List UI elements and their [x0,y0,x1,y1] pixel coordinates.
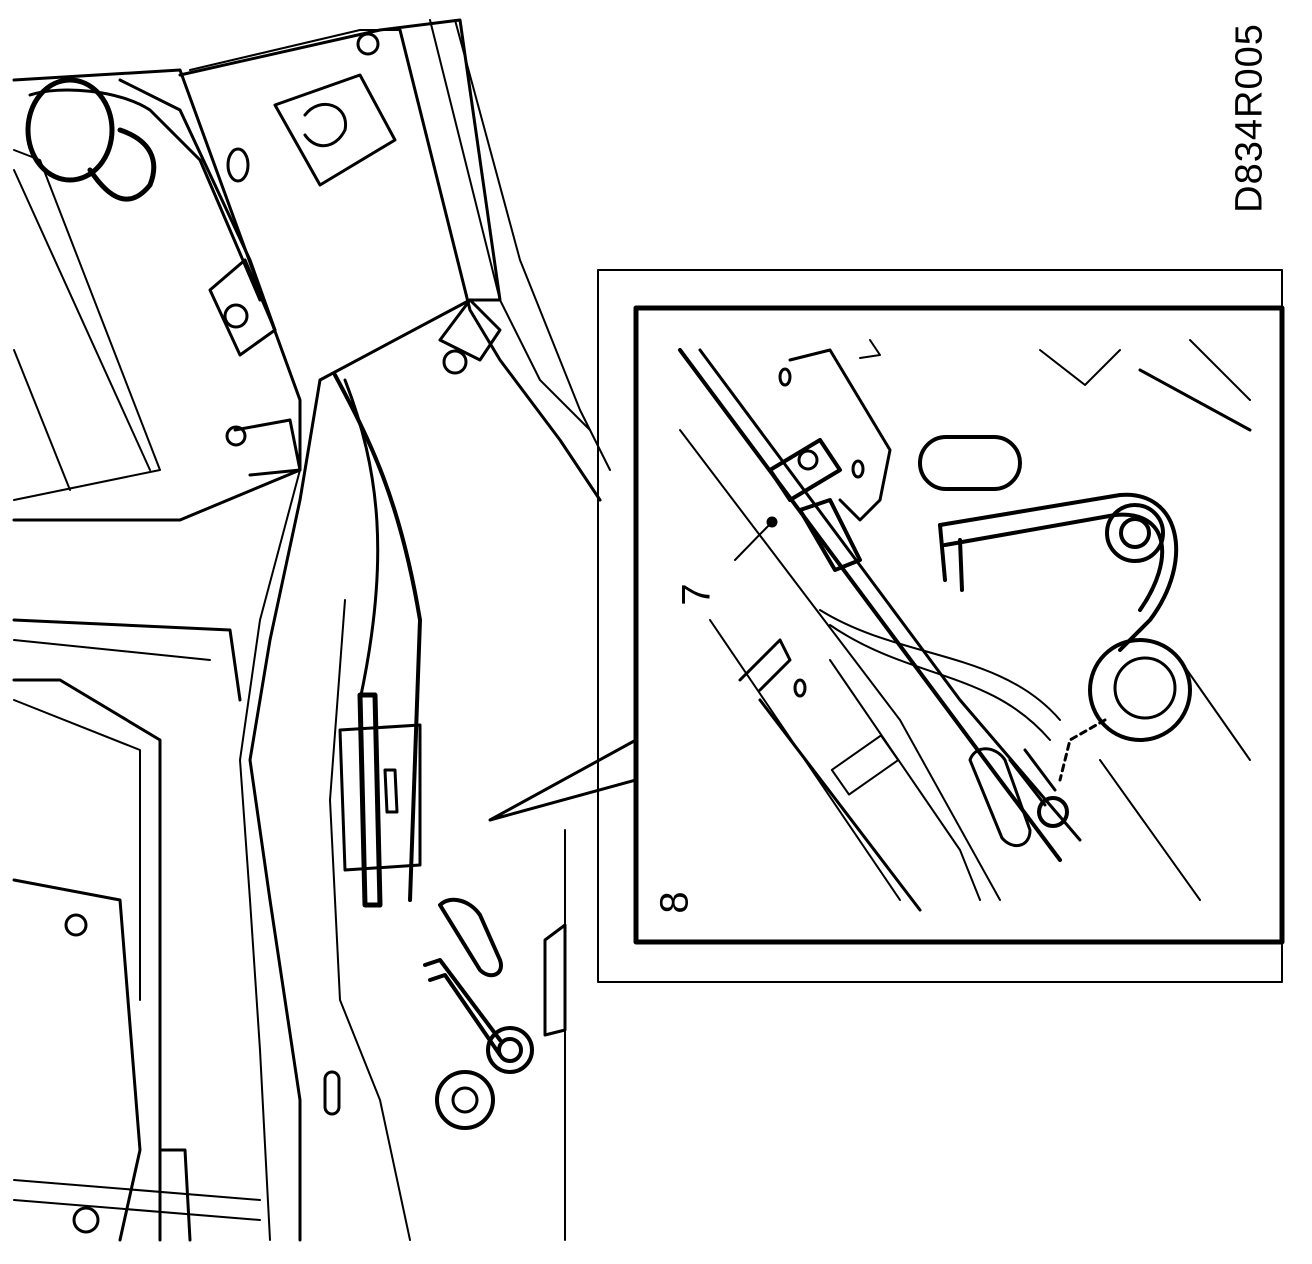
inset-cable [819,609,1061,721]
lower-panel-top [12,618,242,702]
upper-plate-edge [189,29,401,71]
inset-cable-2 [829,624,1051,741]
clip-screw [223,303,249,329]
connector-tab [383,768,399,814]
figure-code: D834R005 [1228,23,1271,213]
bottom-rail [13,1179,261,1221]
lower-box [12,878,142,1242]
inset-inner-frame [633,305,1285,945]
small-oblong [323,1070,341,1116]
inset-rail-f [758,698,922,912]
inset-washer-inner [1113,656,1177,720]
upper-plate [178,18,502,382]
guide-rail-c [454,19,611,471]
curved-strip-outer [333,373,422,902]
window-frame-outer [12,68,302,522]
inset-slot [918,435,1022,491]
inset-hole-3 [793,678,807,698]
inset-clip-screw [797,449,819,471]
inset-rail-h [859,339,881,359]
clip-bracket [208,258,277,357]
inset-clip [768,438,842,502]
connector-body [338,723,422,872]
slot-upper [438,897,503,978]
inset-clip-slide [798,498,862,572]
callout-7-dot [766,516,778,528]
inset-rail-b [698,348,1082,842]
inset-spring [938,492,1179,652]
bolt-top [356,32,380,56]
inset-hole-1 [778,367,792,387]
round-fitting [25,77,277,332]
door-seam-2 [239,469,301,1241]
inset-diag-4 [1099,759,1201,901]
window-frame-inner [13,149,161,501]
callout-8: 8 [652,891,697,914]
plate-hole [226,147,250,183]
lower-clip [158,1148,192,1242]
rail-bracket [438,298,502,362]
door-seam-3 [329,599,411,1241]
washer-outer [435,1070,495,1130]
inset-chevron [1039,349,1121,386]
inset-lower-slot [968,747,1032,847]
leader-pointer [488,738,638,822]
inset-detail [597,269,1285,983]
callout-7: 7 [674,583,719,606]
inset-plate [788,348,892,522]
inset-diag-3 [1179,659,1251,761]
inset-rail-e [738,638,792,692]
guide-rail-a [398,28,602,502]
callout-7-leader [734,521,773,561]
washer-inner [451,1086,479,1114]
inset-bolt [1037,796,1069,828]
lower-panel-line [13,639,211,661]
lower-panel-box [12,678,162,1242]
inset-washer-outer [1088,638,1192,742]
inset-diag-1 [1138,368,1252,432]
inset-rail-g [829,659,981,901]
inset-rail-c [679,429,1001,901]
inset-hole-2 [851,459,865,479]
door-seam [248,378,322,1242]
inset-diag-2 [1189,339,1251,401]
inset-lower-rect [830,734,900,796]
rail-bolt [442,349,468,375]
curved-strip-inner [343,378,380,702]
inset-washer-dash [1058,718,1107,782]
connector-block [357,692,383,908]
lower-bolt-a [64,913,88,937]
clip-foot [233,418,302,477]
plate-window [273,73,397,187]
guide-rail-b [429,19,591,431]
spring-lower [423,958,534,1074]
main-view [12,18,638,1242]
inset-bolt-shaft [1008,748,1057,807]
window-glass-line [13,349,71,491]
lower-panel-inner [13,699,141,1001]
plate-window-knob [303,102,347,148]
lower-bolt-b [72,1206,100,1234]
window-frame-inner-2 [13,169,151,471]
clip-screw-2 [225,425,247,447]
edge-piece [543,923,567,1037]
